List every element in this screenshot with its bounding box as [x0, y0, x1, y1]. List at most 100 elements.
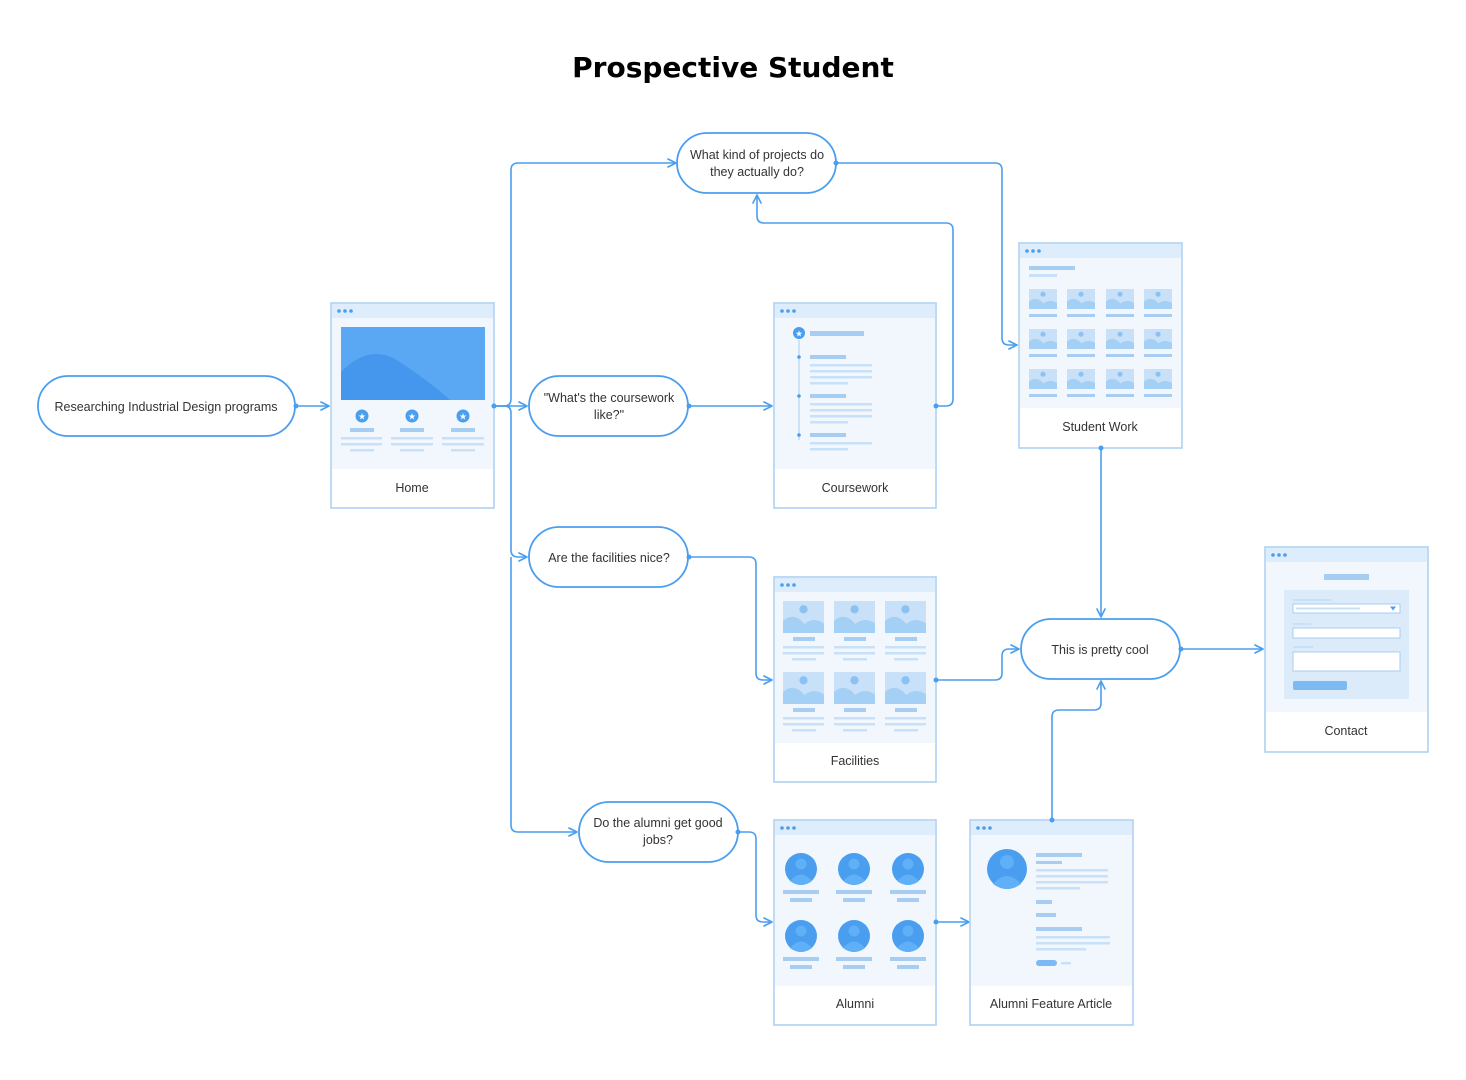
diagram-title: Prospective Student [572, 51, 894, 84]
title-placeholder [790, 965, 812, 969]
title-placeholder [897, 965, 919, 969]
title-placeholder [897, 898, 919, 902]
step-projects-line-2: they actually do? [710, 165, 804, 179]
text-placeholder [885, 652, 926, 655]
connector-coursework-projects [752, 194, 954, 407]
name-placeholder [890, 957, 926, 961]
caption-placeholder [844, 708, 866, 712]
text-placeholder [783, 652, 824, 655]
page-alumni-feature-label: Alumni Feature Article [990, 997, 1112, 1011]
alumni-grid [783, 853, 926, 969]
avatar-icon [785, 920, 817, 952]
facilities-grid [783, 601, 926, 732]
contact-submit-placeholder [1293, 681, 1347, 690]
avatar-icon [892, 920, 924, 952]
text-placeholder [843, 658, 867, 661]
avatar-icon [892, 853, 924, 885]
connector-home-alumni-q [510, 557, 578, 837]
avatar-icon [785, 853, 817, 885]
step-researching-label: Researching Industrial Design programs [54, 400, 277, 414]
name-placeholder [890, 890, 926, 894]
image-placeholder-icon [885, 601, 926, 633]
coursework-star-icon [793, 327, 805, 339]
image-placeholder-icon [1106, 369, 1134, 389]
caption-placeholder [895, 708, 917, 712]
svg-text:★: ★ [459, 412, 467, 422]
caption-placeholder [1106, 314, 1134, 317]
caption-placeholder [1067, 314, 1095, 317]
image-placeholder-icon [1029, 329, 1057, 349]
step-alumni-line-1: Do the alumni get good [593, 816, 722, 830]
image-placeholder-icon [783, 672, 824, 704]
text-placeholder [894, 658, 918, 661]
alumni-feature-avatar-icon [987, 849, 1027, 889]
caption-placeholder [1029, 314, 1057, 317]
caption-placeholder [895, 637, 917, 641]
text-placeholder [783, 646, 824, 649]
contact-textarea-placeholder [1292, 651, 1401, 672]
image-placeholder-icon [1067, 329, 1095, 349]
chevron-down-icon [1390, 606, 1396, 611]
text-placeholder [783, 717, 824, 720]
caption-placeholder [1029, 394, 1057, 397]
image-placeholder-icon [783, 601, 824, 633]
page-coursework-label: Coursework [822, 481, 889, 495]
step-coursework-line-2: like?" [594, 408, 624, 422]
text-placeholder [843, 729, 867, 732]
page-facilities-label: Facilities [831, 754, 880, 768]
text-placeholder [885, 717, 926, 720]
student-work-grid [1029, 289, 1172, 397]
connector-alumni-q-page [738, 831, 773, 927]
image-placeholder-icon [885, 672, 926, 704]
step-facilities-question: Are the facilities nice? [528, 526, 689, 588]
text-placeholder [885, 646, 926, 649]
alumni-feature-button-placeholder [1036, 960, 1057, 966]
title-placeholder [843, 898, 865, 902]
step-pretty-cool-label: This is pretty cool [1051, 643, 1148, 657]
image-placeholder-icon [1067, 369, 1095, 389]
contact-input-placeholder [1292, 627, 1401, 639]
image-placeholder-icon [1067, 289, 1095, 309]
name-placeholder [783, 957, 819, 961]
svg-text:★: ★ [795, 329, 803, 339]
image-placeholder-icon [1144, 369, 1172, 389]
text-placeholder [783, 723, 824, 726]
step-coursework-line-1: "What's the coursework [544, 391, 675, 405]
caption-placeholder [1029, 354, 1057, 357]
caption-placeholder [1106, 394, 1134, 397]
connector-feature-cool [1051, 680, 1106, 820]
step-facilities-label: Are the facilities nice? [548, 551, 670, 565]
page-student-work: Student Work [1018, 242, 1183, 449]
avatar-icon [838, 920, 870, 952]
connector-facilities-q-page [689, 556, 773, 685]
caption-placeholder [793, 637, 815, 641]
image-placeholder-icon [834, 672, 875, 704]
image-placeholder-icon [1144, 329, 1172, 349]
caption-placeholder [1144, 394, 1172, 397]
connector-projects-student-work [836, 162, 1018, 350]
image-placeholder-icon [1144, 289, 1172, 309]
page-contact: Contact [1264, 546, 1429, 753]
step-researching: Researching Industrial Design programs [37, 375, 296, 437]
text-placeholder [885, 723, 926, 726]
image-placeholder-icon [834, 601, 875, 633]
caption-placeholder [1067, 394, 1095, 397]
page-facilities: Facilities [773, 576, 937, 783]
svg-text:★: ★ [408, 412, 416, 422]
svg-text:★: ★ [358, 412, 366, 422]
connector-home-facilities-q [494, 405, 528, 562]
name-placeholder [836, 890, 872, 894]
text-placeholder [834, 723, 875, 726]
title-placeholder [790, 898, 812, 902]
image-placeholder-icon [1106, 329, 1134, 349]
page-alumni: Alumni [773, 819, 937, 1026]
title-placeholder [843, 965, 865, 969]
text-placeholder [834, 646, 875, 649]
caption-placeholder [844, 637, 866, 641]
text-placeholder [792, 658, 816, 661]
image-placeholder-icon [1029, 289, 1057, 309]
name-placeholder [836, 957, 872, 961]
avatar-icon [838, 853, 870, 885]
image-placeholder-icon [1106, 289, 1134, 309]
